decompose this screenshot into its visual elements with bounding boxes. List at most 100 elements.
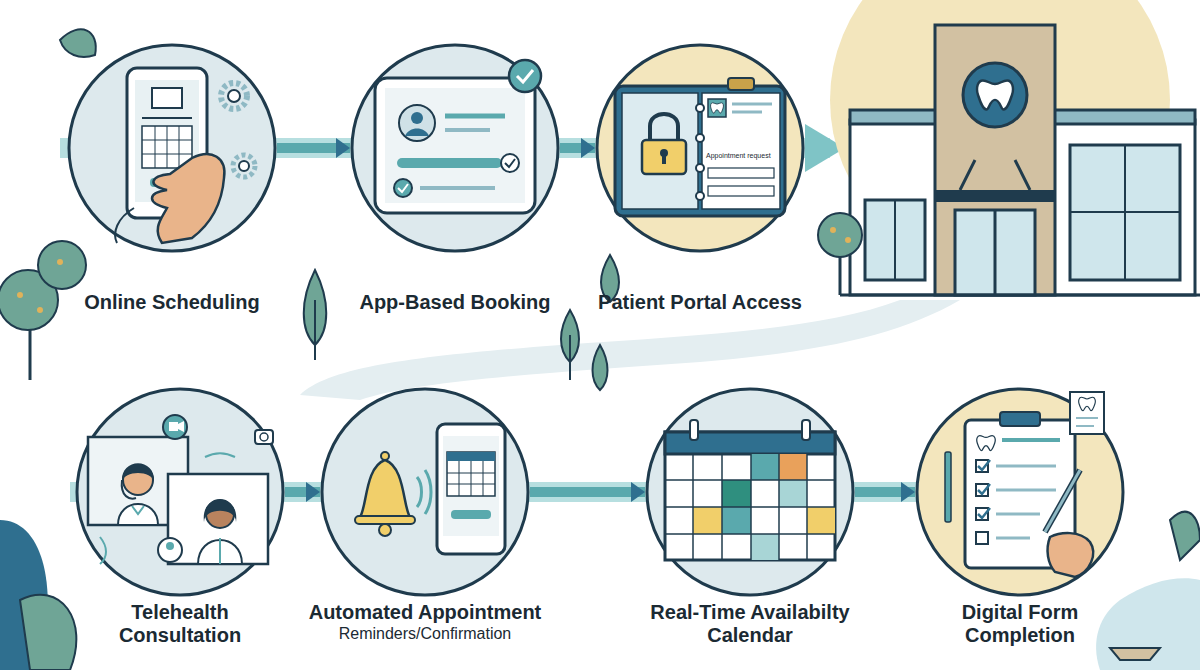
- clinic-building: [830, 0, 1200, 295]
- clinic-building-line: [994, 210, 997, 295]
- form-icon: [945, 392, 1104, 577]
- tree-line: [29, 330, 32, 380]
- phone-icon-circle: [239, 161, 249, 171]
- calendar-icon-line: [750, 454, 752, 560]
- calendar-icon-line: [806, 454, 808, 560]
- circle-outline: [67, 43, 277, 253]
- flow-arrow: [285, 487, 320, 497]
- tree-circle: [845, 237, 851, 243]
- calendar-icon-rect: [722, 480, 751, 507]
- step-label: Telehealth Consultation: [105, 601, 255, 647]
- binder-icon-circle: [696, 164, 704, 172]
- clinic-building-line: [960, 160, 975, 190]
- flow-arrow: [530, 487, 645, 497]
- telehealth-icon: [88, 415, 273, 564]
- telehealth-icon-path: [100, 537, 106, 564]
- tablet-icon-path: [398, 184, 408, 192]
- step-label: Automated AppointmentReminders/Confirmat…: [275, 601, 575, 644]
- circle-outline: [915, 387, 1125, 597]
- reminder-icon-path: [425, 470, 431, 514]
- telehealth-icon-path: [205, 453, 235, 457]
- tree-circle: [38, 241, 86, 289]
- leaves-path: [60, 29, 96, 57]
- reminder-icon-path: [417, 477, 422, 507]
- calendar-icon-rect: [665, 432, 835, 454]
- telehealth-icon-path: [122, 463, 154, 482]
- flow-arrow: [855, 487, 915, 497]
- circle-outline: [595, 43, 805, 253]
- circle-outline: [350, 43, 560, 253]
- form-icon-rect: [976, 460, 988, 472]
- binder-icon-rect: [708, 168, 774, 178]
- telehealth-icon-circle: [260, 433, 268, 441]
- form-icon-path: [1045, 470, 1080, 532]
- binder-icon-rect: [728, 78, 754, 90]
- water-path: [1110, 648, 1160, 660]
- tablet-icon-line: [445, 128, 490, 132]
- form-icon-rect: [976, 508, 988, 520]
- tree-circle: [830, 227, 836, 233]
- form-icon-line: [996, 465, 1056, 468]
- reminder-icon-line: [483, 461, 484, 496]
- calendar-icon-rect: [751, 534, 779, 560]
- clinic-building-rect: [865, 200, 925, 280]
- calendar-icon-line: [665, 479, 835, 481]
- telehealth-icon-path: [198, 540, 242, 564]
- calendar-icon-rect: [807, 507, 835, 534]
- calendar-icon-line: [778, 454, 780, 560]
- circle-shape: [597, 45, 803, 251]
- tablet-icon-rect: [375, 78, 535, 213]
- binder-icon-rect: [662, 154, 666, 164]
- circle-shape: [352, 45, 558, 251]
- leaves: [0, 29, 1200, 670]
- clinic-building-line: [894, 200, 896, 280]
- form-icon-rect: [976, 484, 988, 496]
- phone-icon-rect: [152, 88, 182, 108]
- tree: [818, 213, 862, 295]
- step-label: App-Based Booking: [305, 291, 605, 314]
- step-title: Real-Time Availabilty Calendar: [640, 601, 860, 647]
- clinic-building-rect: [1070, 145, 1180, 280]
- phone-icon-line: [142, 117, 192, 119]
- tree-circle: [17, 292, 23, 298]
- binder-icon-circle: [660, 149, 668, 157]
- circle-shape: [647, 389, 853, 595]
- circle-shape: [77, 389, 283, 595]
- form-icon-path: [1048, 533, 1094, 577]
- water: [1096, 578, 1200, 670]
- tablet-icon-path: [505, 159, 515, 167]
- form-icon-line: [996, 489, 1056, 492]
- circle-shape: [322, 389, 528, 595]
- tree-circle: [37, 307, 43, 313]
- clinic-building-rect: [935, 190, 1055, 202]
- calendar-icon-rect: [690, 420, 698, 440]
- binder-icon-circle: [696, 104, 704, 112]
- phone-icon-rect: [135, 80, 199, 202]
- clinic-building-line: [840, 294, 1200, 297]
- tablet-icon-line: [420, 186, 495, 190]
- reminder-icon-rect: [443, 436, 499, 536]
- step-circle: Real-Time Availabilty Calendar: [645, 387, 855, 597]
- reminder-icon-rect: [437, 424, 505, 554]
- tablet-icon-circle: [411, 112, 423, 124]
- clinic-building-line: [1015, 160, 1030, 190]
- circle-shape: [69, 45, 275, 251]
- phone-icon-rect: [150, 178, 190, 187]
- tree-line: [314, 300, 316, 360]
- form-icon-rect: [965, 420, 1075, 568]
- tablet-icon-circle: [501, 154, 519, 172]
- telehealth-icon-rect: [88, 437, 188, 525]
- telehealth-icon-line: [219, 538, 221, 564]
- calendar-icon-line: [721, 454, 723, 560]
- form-icon-use: [977, 436, 995, 451]
- telehealth-icon-path: [118, 504, 158, 525]
- binder-icon-path: [650, 114, 678, 140]
- reminder-icon-line: [459, 461, 460, 496]
- step-label: Patient Portal Access: [550, 291, 850, 314]
- binder-icon-line: [732, 103, 772, 106]
- tablet-icon-circle: [509, 60, 541, 92]
- reminder-icon-path: [360, 460, 410, 517]
- calendar-icon-line: [692, 454, 694, 560]
